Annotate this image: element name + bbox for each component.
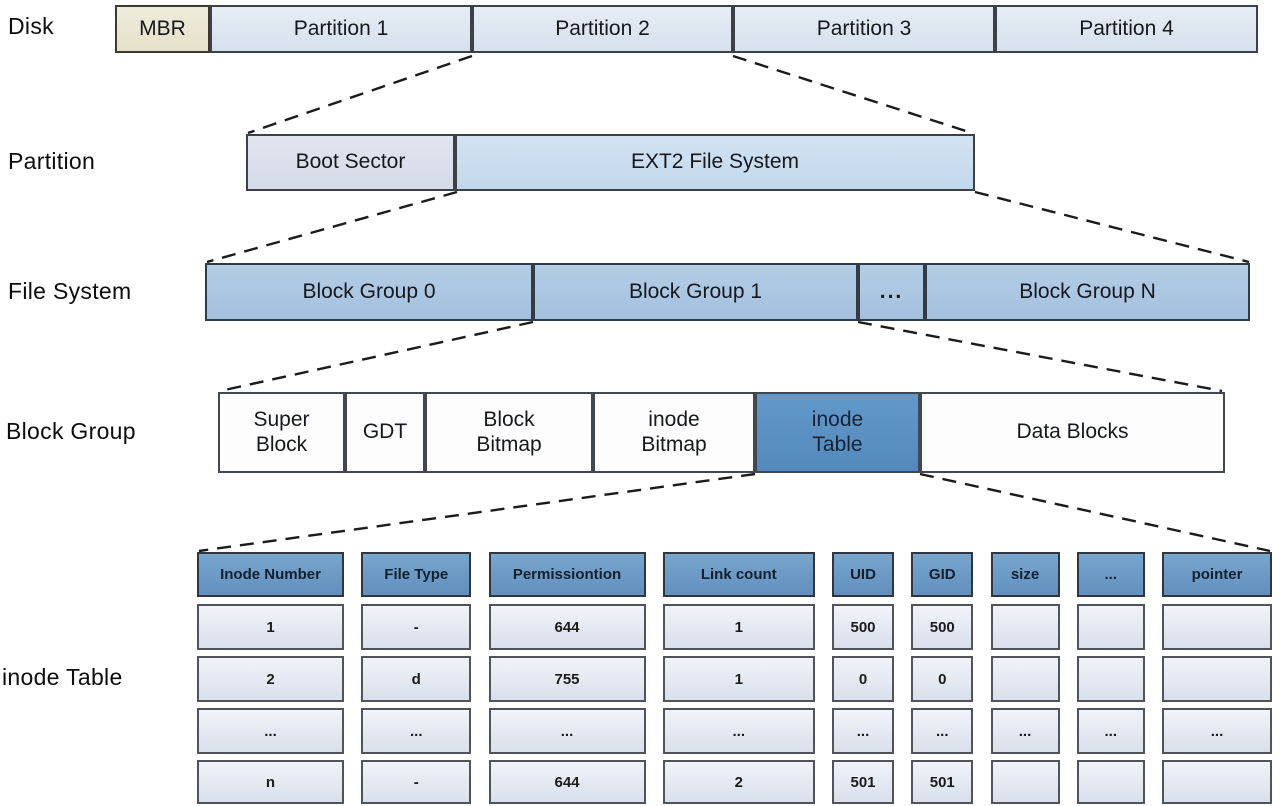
inode-table-header: File Type bbox=[361, 552, 472, 597]
inode-table-cell: 755 bbox=[488, 656, 646, 702]
inode-table-cell bbox=[1162, 656, 1272, 702]
inode-table-cell: 1 bbox=[662, 604, 815, 650]
inode-table-cell: 2 bbox=[197, 656, 344, 702]
blockgroup-segment-gdt: GDT bbox=[345, 392, 425, 473]
inode-table-cell: 0 bbox=[832, 656, 894, 702]
connector-partition2-to-bootsector bbox=[247, 54, 473, 135]
inode-table-cell bbox=[990, 604, 1060, 650]
connector-ext2-to-blockgroupN bbox=[974, 190, 1250, 264]
label-partition: Partition bbox=[8, 148, 96, 174]
connector-inodetable-to-table-right bbox=[919, 472, 1271, 553]
inode-table-cell: - bbox=[361, 604, 472, 650]
inode-table-cell: 501 bbox=[832, 760, 894, 804]
disk-segment-partition4: Partition 4 bbox=[995, 5, 1258, 53]
inode-table-cell: 644 bbox=[488, 604, 646, 650]
filesystem-segment-block-group-0: Block Group 0 bbox=[205, 263, 533, 321]
inode-table-cell: n bbox=[197, 760, 344, 804]
inode-table-header: Link count bbox=[662, 552, 815, 597]
label-block-group: Block Group bbox=[6, 418, 136, 444]
inode-table-cell: 2 bbox=[662, 760, 815, 804]
inode-table-cell: 500 bbox=[911, 604, 974, 650]
inode-table-cell bbox=[990, 656, 1060, 702]
label-inode-table: inode Table bbox=[2, 664, 123, 690]
inode-table-cell: 501 bbox=[911, 760, 974, 804]
inode-table-header: Permissiontion bbox=[488, 552, 646, 597]
inode-table-cell bbox=[1076, 656, 1145, 702]
partition-segment-boot-sector: Boot Sector bbox=[246, 134, 455, 191]
inode-table-cell: ... bbox=[832, 708, 894, 754]
inode-table-cell: ... bbox=[662, 708, 815, 754]
filesystem-segment-block-group-1: Block Group 1 bbox=[533, 263, 858, 321]
inode-table-header: ... bbox=[1076, 552, 1145, 597]
filesystem-segment-ellipsis: ... bbox=[858, 263, 925, 321]
blockgroup-segment-block-bitmap: Block Bitmap bbox=[425, 392, 593, 473]
disk-segment-partition1: Partition 1 bbox=[210, 5, 472, 53]
disk-segment-partition3: Partition 3 bbox=[733, 5, 995, 53]
blockgroup-segment-inode-table: inode Table bbox=[755, 392, 920, 473]
inode-table-header: pointer bbox=[1162, 552, 1272, 597]
inode-table-cell bbox=[1162, 760, 1272, 804]
inode-table-cell: - bbox=[361, 760, 472, 804]
inode-table-header: Inode Number bbox=[197, 552, 344, 597]
inode-table-cell: ... bbox=[911, 708, 974, 754]
inode-table-row: n - 644 2 501 501 bbox=[197, 760, 1272, 804]
filesystem-segment-block-group-n: Block Group N bbox=[925, 263, 1250, 321]
connector-blockgroup1-to-superblock bbox=[219, 320, 534, 393]
inode-table-cell: ... bbox=[361, 708, 472, 754]
inode-table-cell: ... bbox=[1162, 708, 1272, 754]
inode-table-row: 1 - 644 1 500 500 bbox=[197, 604, 1272, 650]
partition-segment-ext2: EXT2 File System bbox=[455, 134, 975, 191]
inode-table-cell: 500 bbox=[832, 604, 894, 650]
inode-table-cell bbox=[1076, 604, 1145, 650]
inode-table-cell bbox=[990, 760, 1060, 804]
inode-table-header: UID bbox=[832, 552, 894, 597]
inode-table-cell: d bbox=[361, 656, 472, 702]
inode-table-cell: 1 bbox=[662, 656, 815, 702]
blockgroup-segment-inode-bitmap: inode Bitmap bbox=[593, 392, 755, 473]
inode-table-cell: 644 bbox=[488, 760, 646, 804]
blockgroup-segment-super-block: Super Block bbox=[218, 392, 345, 473]
inode-table-row: 2 d 755 1 0 0 bbox=[197, 656, 1272, 702]
inode-table-cell: ... bbox=[1076, 708, 1145, 754]
label-disk: Disk bbox=[8, 13, 54, 39]
inode-table-cell: ... bbox=[990, 708, 1060, 754]
inode-table-cell bbox=[1162, 604, 1272, 650]
inode-table-cell: ... bbox=[488, 708, 646, 754]
inode-table-cell: 1 bbox=[197, 604, 344, 650]
inode-table-header: size bbox=[990, 552, 1060, 597]
disk-segment-mbr: MBR bbox=[115, 5, 210, 53]
connector-inodetable-to-table-left bbox=[198, 472, 756, 553]
label-file-system: File System bbox=[8, 278, 132, 304]
inode-table-cell: ... bbox=[197, 708, 344, 754]
connector-partition2-to-ext2 bbox=[732, 54, 973, 135]
inode-table-cell: 0 bbox=[911, 656, 974, 702]
connector-blockgroup1-to-datablocks bbox=[857, 320, 1223, 393]
inode-table-header: GID bbox=[911, 552, 974, 597]
inode-table-row: ... ... ... ... ... ... ... ... ... bbox=[197, 708, 1272, 754]
connector-ext2-to-blockgroup0 bbox=[206, 190, 458, 264]
inode-table-header-row: Inode Number File Type Permissiontion Li… bbox=[197, 552, 1272, 597]
blockgroup-segment-data-blocks: Data Blocks bbox=[920, 392, 1225, 473]
inode-table-cell bbox=[1076, 760, 1145, 804]
disk-segment-partition2: Partition 2 bbox=[472, 5, 733, 53]
